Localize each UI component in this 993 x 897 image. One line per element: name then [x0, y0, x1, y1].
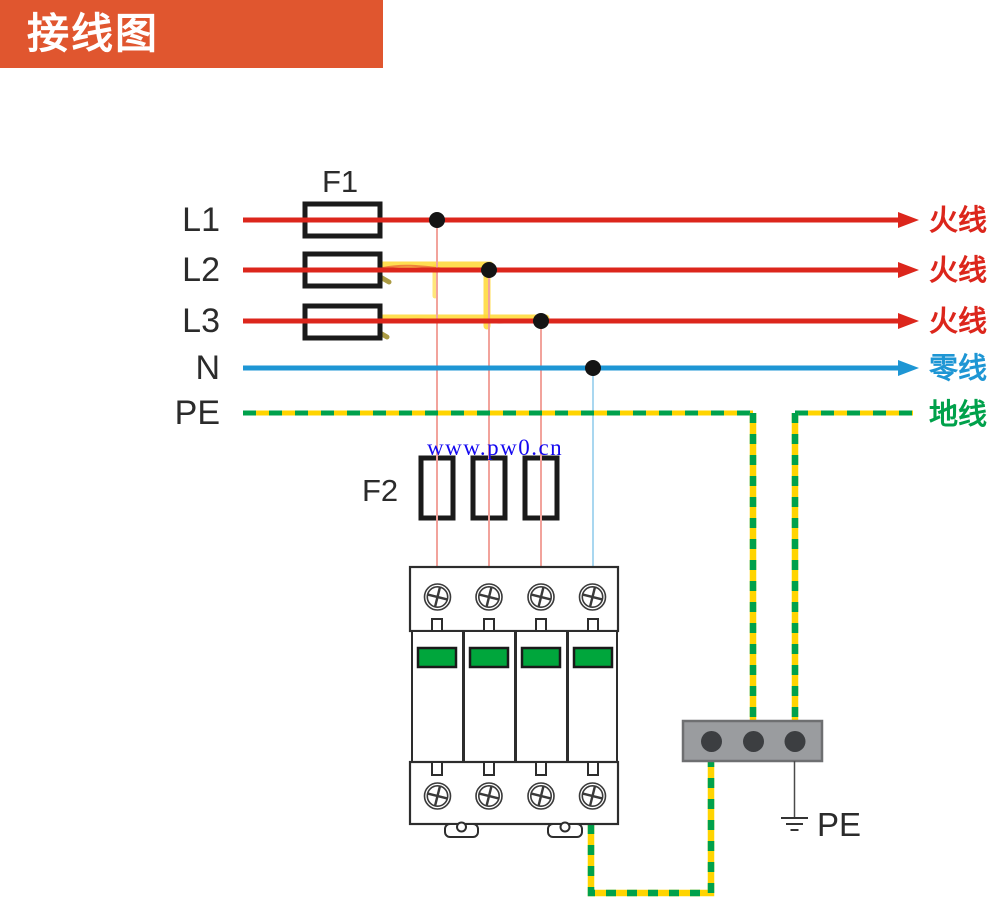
junction-l2 [481, 262, 497, 278]
title-bar: 接线图 [0, 0, 383, 68]
arrow-n [898, 360, 919, 376]
line-label-l2: L2 [182, 251, 220, 289]
arrow-l1 [898, 212, 919, 228]
spd-top-tabs [431, 618, 599, 632]
line-desc-n: 零线 [929, 353, 988, 385]
arrow-l3 [898, 313, 919, 329]
line-label-l3: L3 [182, 302, 220, 340]
ground-symbol [781, 761, 808, 831]
junction-l3 [533, 313, 549, 329]
screw-top-2 [474, 582, 504, 612]
status-window-2 [468, 646, 510, 669]
arrow-l2 [898, 262, 919, 278]
busbar-terminal-2 [743, 731, 764, 752]
watermark-text: www.pw0.cn [427, 435, 564, 460]
spd-din-feet [444, 821, 583, 838]
screw-top-4 [578, 582, 607, 612]
main-conductors [243, 217, 902, 371]
screw-bottom-4 [578, 781, 607, 811]
pe-feeders [749, 413, 799, 721]
f1-label: F1 [322, 164, 359, 199]
busbar-terminal-3 [784, 731, 806, 752]
spd-bottom-tabs [431, 761, 599, 776]
f2-label: F2 [362, 473, 399, 508]
arrowheads [898, 212, 919, 376]
surge-protector-device [408, 565, 620, 838]
junction-n [585, 360, 601, 376]
screw-bottom-1 [423, 781, 452, 811]
spd-earth-wire [587, 761, 715, 897]
busbar-terminal-1 [701, 731, 722, 752]
screw-top-3 [526, 582, 556, 612]
status-window-3 [520, 646, 562, 669]
junction-dots [429, 212, 601, 376]
line-label-pe: PE [174, 394, 220, 432]
pe-busbar [681, 719, 824, 763]
screw-bottom-3 [526, 781, 556, 811]
status-window-4 [572, 646, 614, 669]
spd-status-windows [416, 646, 614, 669]
line-label-n: N [195, 349, 220, 387]
line-label-l1: L1 [182, 201, 220, 239]
junction-l1 [429, 212, 445, 228]
screw-bottom-2 [474, 781, 504, 811]
screw-top-1 [423, 582, 452, 612]
ground-pe-label: PE [817, 806, 862, 843]
drop-conductors [436, 220, 594, 567]
status-window-1 [416, 646, 458, 669]
line-desc-pe: 地线 [929, 399, 988, 431]
line-desc-l2: 火线 [929, 255, 988, 287]
line-desc-l1: 火线 [929, 205, 988, 237]
page-title: 接线图 [27, 10, 160, 57]
highlight-marks [372, 261, 550, 340]
line-desc-l3: 火线 [929, 306, 988, 338]
